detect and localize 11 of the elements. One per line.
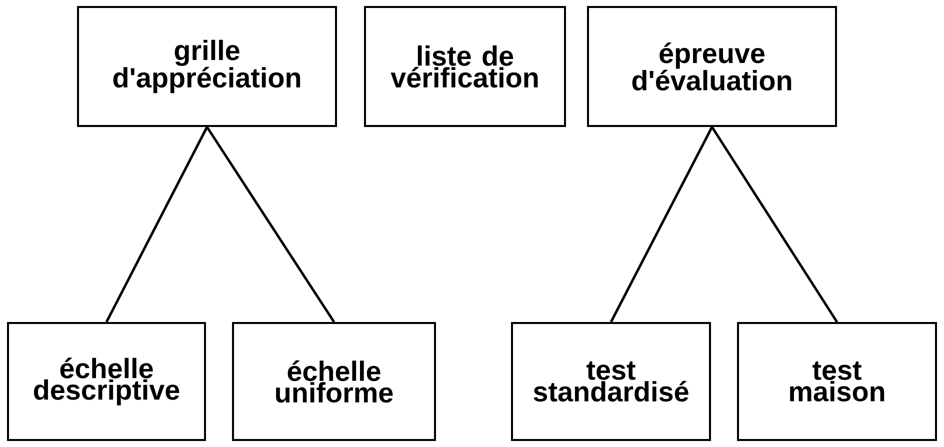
connector-line <box>710 126 838 323</box>
connector-line <box>610 126 714 323</box>
concept-box: échelle uniforme <box>232 322 436 441</box>
concept-box: épreuve d'évaluation <box>587 6 837 127</box>
concept-box: test standardisé <box>511 322 711 441</box>
concept-box: grille d'appréciation <box>77 6 337 127</box>
connector-line <box>105 126 208 323</box>
concept-box: liste de vérification <box>364 6 566 127</box>
concept-box: test maison <box>737 322 937 441</box>
connector-line <box>206 126 336 323</box>
concept-box: échelle descriptive <box>7 322 206 441</box>
